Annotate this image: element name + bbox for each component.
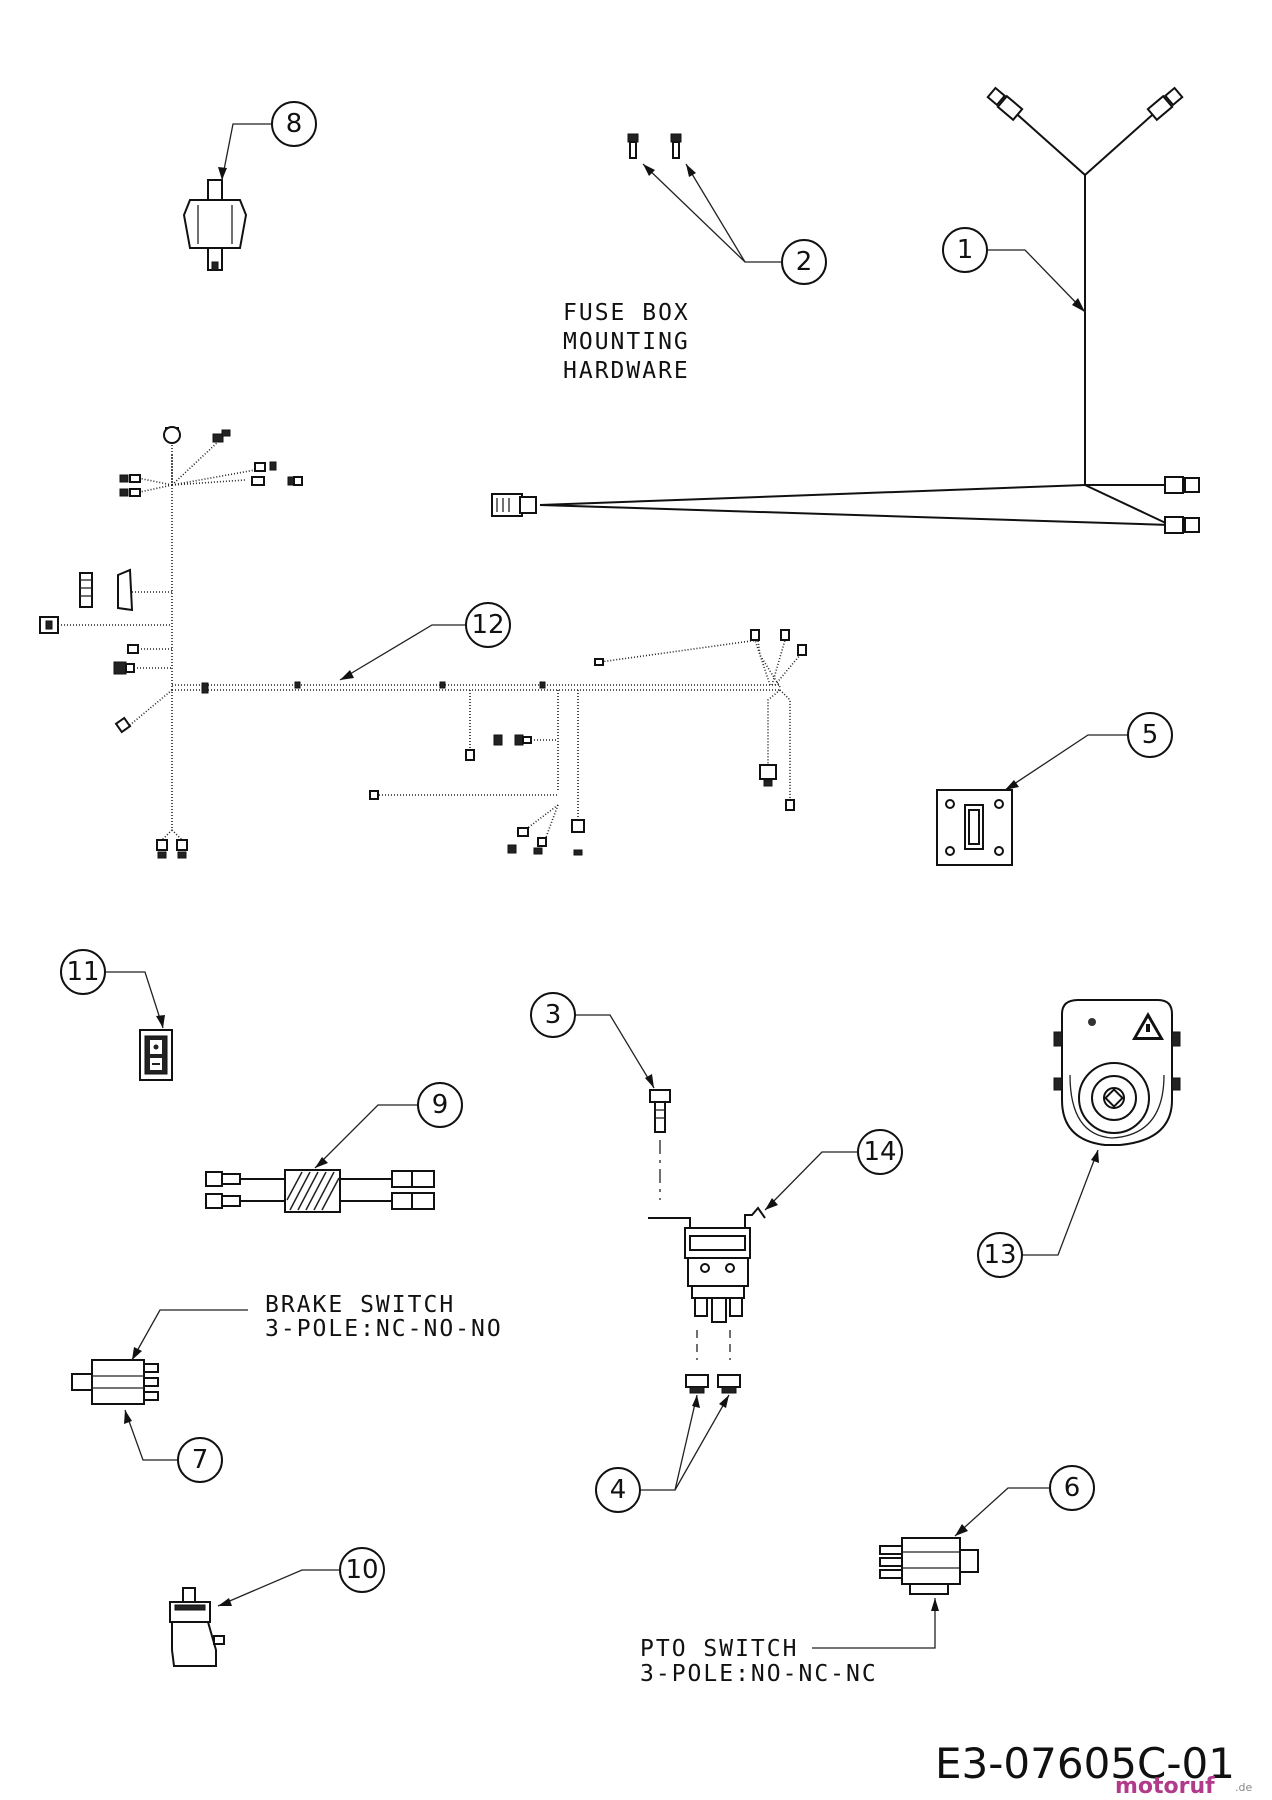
brake-switch-label-line1: BRAKE SWITCH — [265, 1292, 455, 1318]
pto-switch-label-line2: 3-POLE:NO-NC-NC — [640, 1661, 878, 1687]
svg-text:6: 6 — [1064, 1473, 1081, 1503]
svg-text:14: 14 — [863, 1137, 896, 1167]
part-3-bolt — [649, 1089, 671, 1200]
svg-text:7: 7 — [192, 1445, 209, 1475]
part-5-plate — [936, 789, 1013, 866]
callout-8: 8 — [218, 101, 317, 181]
callout-10: 10 — [217, 1547, 385, 1607]
pto-switch-label-line1: PTO SWITCH — [640, 1636, 798, 1662]
svg-text:2: 2 — [796, 247, 813, 277]
callout-1: 1 — [942, 227, 1086, 313]
callout-4: 4 — [595, 1467, 641, 1513]
svg-text:8: 8 — [286, 109, 303, 139]
fuse-box-label-line3: HARDWARE — [563, 358, 690, 384]
svg-text:4: 4 — [610, 1475, 627, 1505]
svg-text:5: 5 — [1142, 720, 1159, 750]
watermark-brand: motoruf — [1115, 1774, 1215, 1799]
part-11-rocker-switch — [139, 1029, 173, 1081]
part-2-screws — [627, 133, 782, 263]
watermark-suffix: .de — [1235, 1781, 1252, 1794]
part-7-brake-switch — [71, 1359, 159, 1405]
callout-12: 12 — [339, 602, 511, 681]
part-13-key-switch-housing — [1053, 999, 1181, 1146]
drawing-code: E3-07605C-01 — [935, 1739, 1235, 1788]
callout-13: 13 — [977, 1149, 1099, 1278]
svg-text:13: 13 — [983, 1240, 1016, 1270]
callout-6: 6 — [812, 1465, 1095, 1649]
callout-9: 9 — [314, 1082, 463, 1169]
brake-switch-label-line2: 3-POLE:NC-NO-NO — [265, 1316, 503, 1342]
svg-text:12: 12 — [471, 610, 504, 640]
svg-text:1: 1 — [957, 235, 974, 265]
callout-7: 7 — [124, 1309, 248, 1483]
part-10-plunger-switch — [169, 1587, 225, 1667]
callout-11: 11 — [60, 949, 165, 1029]
part-12-main-harness — [39, 426, 807, 859]
callout-14: 14 — [764, 1129, 903, 1211]
svg-text:11: 11 — [66, 957, 99, 987]
part-1-y-harness — [491, 86, 1200, 534]
part-9-jumper-harness — [205, 1169, 435, 1213]
svg-text:9: 9 — [432, 1090, 449, 1120]
svg-text:3: 3 — [545, 1000, 562, 1030]
watermark-logo: motoruf .de — [1115, 1774, 1252, 1799]
callout-3: 3 — [530, 992, 655, 1089]
part-6-pto-switch — [879, 1537, 979, 1595]
part-4-nuts — [640, 1374, 741, 1491]
part-14-ignition-switch — [648, 1206, 766, 1360]
fuse-box-label-line2: MOUNTING — [563, 329, 690, 355]
callout-5: 5 — [1004, 712, 1173, 791]
part-8-switch — [182, 179, 248, 271]
fuse-box-label-line1: FUSE BOX — [563, 300, 690, 326]
svg-text:10: 10 — [345, 1555, 378, 1585]
callout-2: 2 — [781, 239, 827, 285]
